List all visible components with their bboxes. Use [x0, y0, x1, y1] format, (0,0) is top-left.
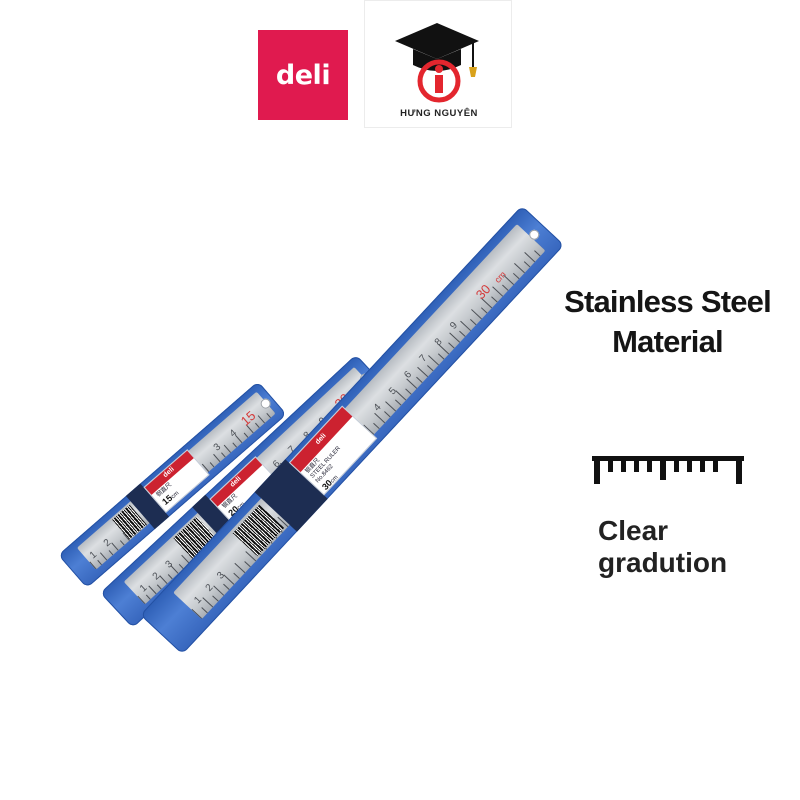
ruler-tick	[534, 249, 541, 256]
ruler-tick	[535, 240, 546, 251]
ruler-tick	[470, 309, 482, 320]
ruler-tick	[145, 594, 151, 600]
ruler-tick	[97, 560, 103, 566]
ruler-tick	[137, 596, 146, 606]
ruler-tick	[100, 551, 108, 561]
ruler-tick	[394, 399, 401, 406]
ruler-tick	[480, 307, 487, 314]
ruler-tick	[148, 586, 157, 595]
graduation-cap-icon	[395, 23, 479, 103]
ruler-tick	[244, 560, 251, 567]
ruler-tick	[469, 319, 477, 326]
ruler-tick	[383, 411, 391, 418]
ruler-tick	[233, 572, 240, 579]
deli-logo-text: deli	[275, 59, 331, 91]
ruler-tick	[89, 561, 97, 571]
material-heading-line2: Material	[612, 324, 724, 359]
ruler-tick	[221, 452, 226, 458]
deli-logo: deli	[258, 30, 348, 120]
ruler-tick	[257, 415, 266, 424]
ruler-tick	[234, 562, 246, 573]
ruler-tick	[460, 320, 471, 331]
ruler-tick	[119, 540, 125, 546]
ruler-tick	[222, 584, 230, 590]
ruler-tick	[108, 550, 114, 556]
ruler-tick	[212, 454, 221, 463]
ruler-tick	[491, 296, 498, 303]
ruler-tick	[373, 422, 380, 429]
ruler-tick	[449, 332, 460, 343]
ruler-tick	[224, 444, 232, 453]
material-heading-line1: Stainless Steel	[564, 284, 772, 319]
store-logo-text: HƯNG NGUYÊN	[400, 108, 478, 119]
ruler-tick	[512, 273, 520, 279]
ruler-tick	[212, 595, 219, 602]
ruler-30cm-card-line: RULER	[323, 445, 342, 465]
ruler-tick	[416, 376, 423, 383]
ruler-tick	[266, 413, 271, 419]
ruler-tick	[385, 401, 396, 412]
ruler-tick	[269, 405, 276, 414]
ruler-tick	[405, 388, 412, 395]
ruler-tick	[191, 608, 203, 619]
ruler-tick	[417, 367, 428, 377]
ruler-tick	[459, 330, 466, 337]
ruler-tick	[437, 353, 444, 360]
ruler-tick	[243, 433, 249, 439]
ruler-tick	[523, 261, 530, 268]
ruler-tick	[254, 423, 260, 429]
ruler-tick	[448, 342, 455, 349]
ruler-tick	[201, 607, 208, 614]
ruler-tick	[374, 413, 385, 423]
ruler-tick	[524, 251, 536, 262]
ruler-tick	[426, 365, 434, 372]
ruler-tick	[513, 263, 525, 274]
gradation-caption-line2: gradution	[598, 547, 728, 578]
ruler-tick	[502, 284, 509, 291]
material-heading: Stainless Steel Material	[560, 282, 775, 362]
ruler-tick	[156, 584, 162, 590]
ruler-tick	[232, 442, 238, 448]
ruler-scale-icon	[592, 456, 744, 484]
ruler-tick	[209, 462, 215, 468]
gradation-caption-line1: Clear	[598, 515, 669, 546]
ruler-tick	[406, 378, 418, 389]
store-logo: HƯNG NGUYÊN	[364, 0, 512, 128]
gradation-caption: Clear gradution	[598, 515, 748, 579]
